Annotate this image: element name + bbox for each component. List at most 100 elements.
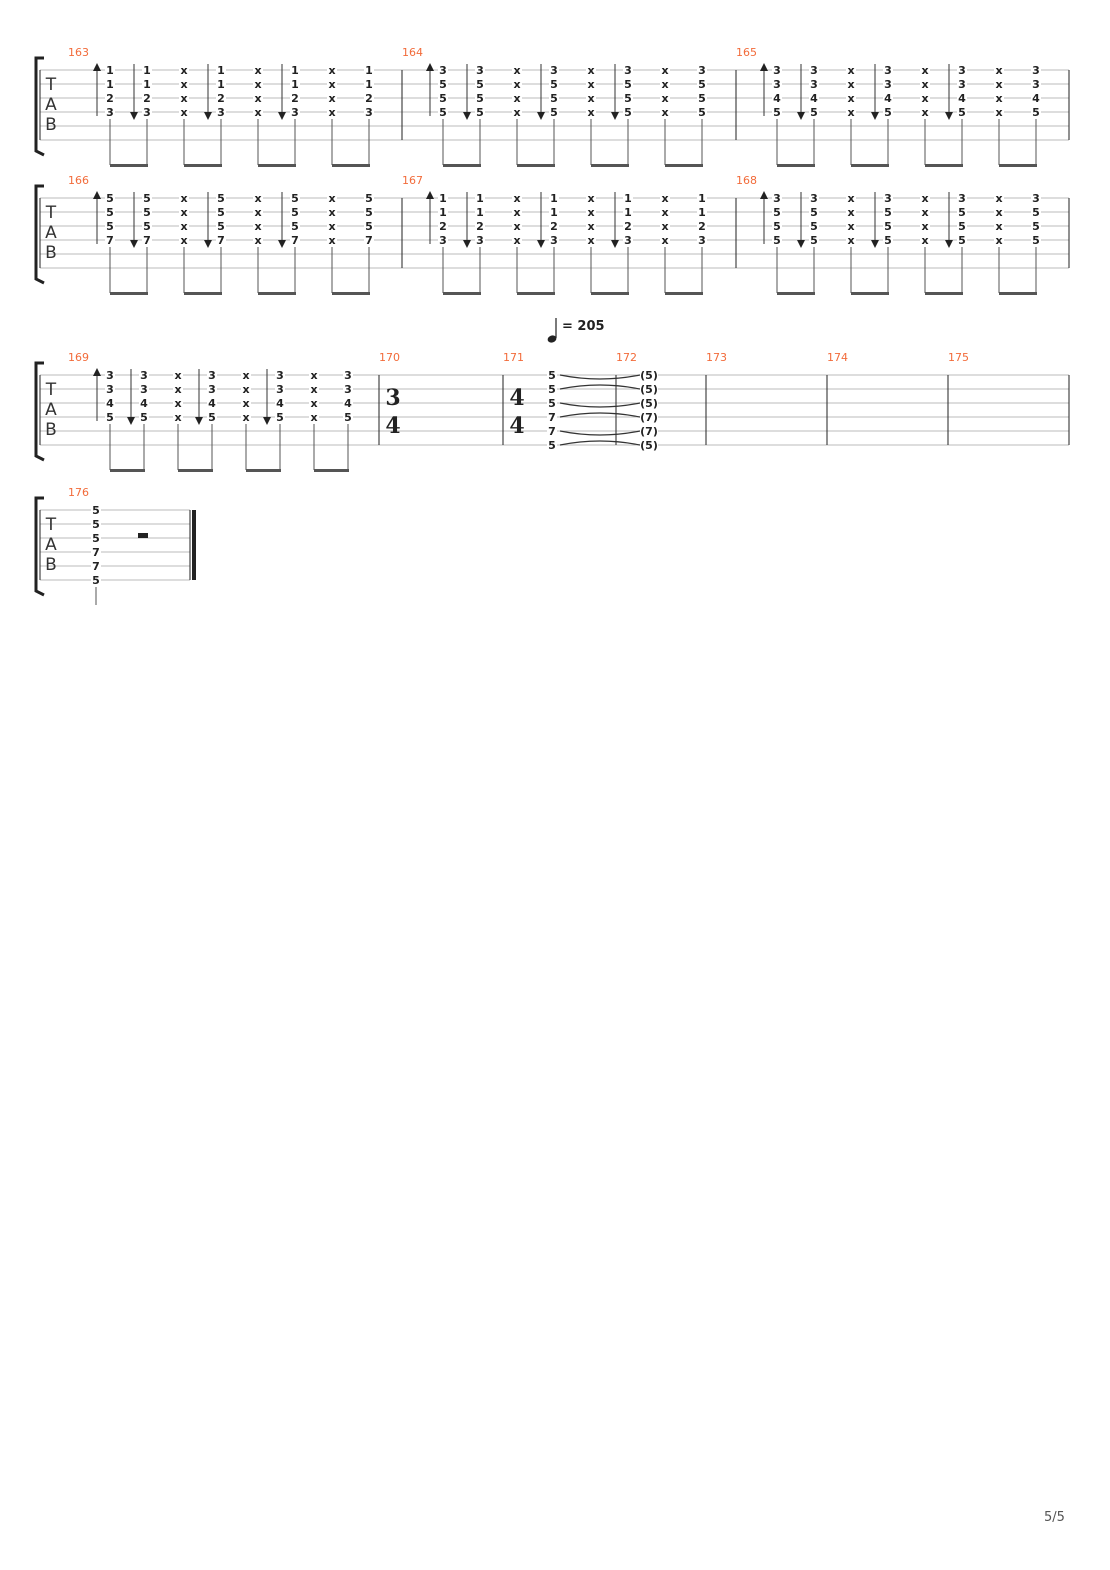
fret-bg (438, 206, 448, 218)
fret-number: 5 (958, 206, 966, 219)
fret-number: 7 (92, 546, 100, 559)
fret-bg (660, 106, 670, 118)
fret-bg (957, 192, 967, 204)
fret-bg (883, 92, 893, 104)
fret-bg (809, 92, 819, 104)
fret-number: 3 (439, 64, 447, 77)
muted-note: x (513, 78, 520, 91)
fret-number: 3 (810, 78, 818, 91)
muted-note: x (995, 220, 1002, 233)
fret-bg (179, 64, 189, 76)
fret-bg (586, 64, 596, 76)
muted-note: x (921, 220, 928, 233)
fret-bg (290, 78, 300, 90)
tie (559, 402, 641, 408)
fret-bg (1031, 106, 1041, 118)
fret-bg (994, 106, 1004, 118)
measure-number: 174 (827, 351, 848, 364)
fret-bg (883, 78, 893, 90)
fret-bg (512, 106, 522, 118)
fret-number: 5 (143, 220, 151, 233)
muted-note: x (328, 106, 335, 119)
fret-bg (142, 64, 152, 76)
fret-bg (475, 234, 485, 246)
fret-number: 4 (958, 92, 966, 105)
tab-clef-letter: T (45, 515, 57, 535)
fret-bg (809, 234, 819, 246)
fret-bg (512, 192, 522, 204)
tab-clef-letter: B (45, 555, 57, 575)
system-bracket (34, 496, 45, 597)
fret-bg (309, 383, 319, 395)
fret-number: 5 (106, 206, 114, 219)
fret-number: 5 (439, 78, 447, 91)
fret-bg (275, 383, 285, 395)
fret-bg (809, 78, 819, 90)
fret-bg (142, 92, 152, 104)
muted-note: x (661, 192, 668, 205)
downstroke-arrow-icon (797, 240, 805, 248)
fret-number: 5 (550, 92, 558, 105)
fret-number: 5 (773, 234, 781, 247)
fret-number: 4 (276, 397, 284, 410)
muted-note: x (174, 369, 181, 382)
fret-number: 3 (550, 234, 558, 247)
fret-bg (1031, 64, 1041, 76)
upstroke-arrow-icon (93, 191, 101, 199)
fret-bg (623, 64, 633, 76)
downstroke-arrow-icon (195, 417, 203, 425)
muted-note: x (995, 206, 1002, 219)
fret-bg (364, 92, 374, 104)
fret-number: 2 (365, 92, 373, 105)
fret-bg (241, 397, 251, 409)
muted-note: x (661, 220, 668, 233)
fret-bg (586, 206, 596, 218)
fret-bg (547, 369, 557, 381)
muted-note: x (513, 234, 520, 247)
fret-bg (697, 106, 707, 118)
fret-bg (216, 92, 226, 104)
fret-bg (142, 192, 152, 204)
fret-number: 5 (476, 92, 484, 105)
fret-bg (549, 78, 559, 90)
downstroke-arrow-icon (130, 240, 138, 248)
fret-bg (241, 369, 251, 381)
fret-bg (957, 234, 967, 246)
fret-bg (660, 220, 670, 232)
fret-bg (216, 234, 226, 246)
fret-bg (957, 92, 967, 104)
muted-note: x (995, 234, 1002, 247)
muted-note: x (587, 92, 594, 105)
fret-number: 1 (217, 78, 225, 91)
fret-number: 3 (291, 106, 299, 119)
fret-bg (772, 92, 782, 104)
fret-bg (105, 78, 115, 90)
fret-bg (640, 425, 658, 437)
fret-bg (142, 206, 152, 218)
fret-bg (994, 220, 1004, 232)
fret-number: 5 (773, 106, 781, 119)
fret-number: 3 (624, 234, 632, 247)
fret-number: 5 (958, 234, 966, 247)
muted-note: x (254, 106, 261, 119)
system-bracket (34, 184, 45, 285)
beam (925, 292, 963, 295)
downstroke-arrow-icon (537, 240, 545, 248)
fret-bg (547, 425, 557, 437)
tab-clef-letter: A (45, 223, 57, 243)
fret-number: 3 (958, 64, 966, 77)
fret-number: 5 (106, 220, 114, 233)
fret-bg (846, 220, 856, 232)
fret-number: 4 (106, 397, 114, 410)
fret-number: 3 (276, 369, 284, 382)
fret-bg (512, 220, 522, 232)
muted-note: x (310, 383, 317, 396)
fret-bg (207, 411, 217, 423)
fret-number: 3 (439, 234, 447, 247)
fret-number: 5 (624, 106, 632, 119)
fret-bg (994, 78, 1004, 90)
measure-number: 171 (503, 351, 524, 364)
measure-number: 167 (402, 174, 423, 187)
fret-number: 3 (884, 192, 892, 205)
